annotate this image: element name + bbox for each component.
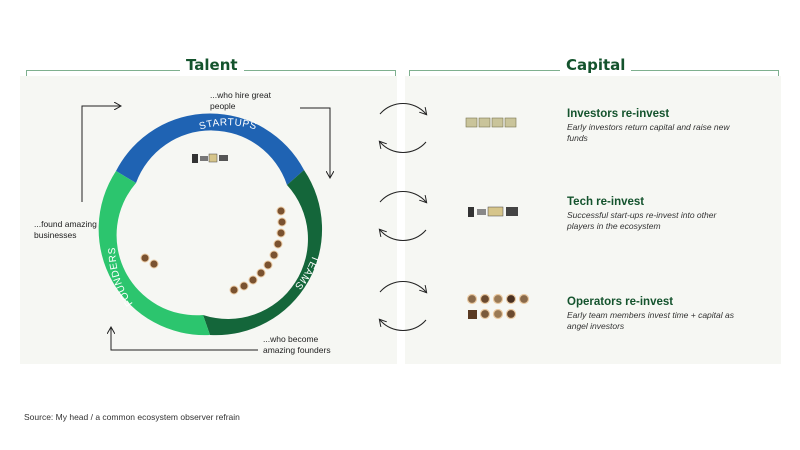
money-stack-icons <box>465 117 517 128</box>
capital-title: Capital <box>560 56 632 74</box>
ring-segment-teams <box>203 170 323 336</box>
capital-item-title: Tech re-invest <box>567 196 645 208</box>
talent-title: Talent <box>180 56 244 74</box>
source-note: Source: My head / a common ecosystem obs… <box>24 412 240 422</box>
cycle-arrows-3 <box>380 281 426 331</box>
teams-people-icons <box>229 206 287 295</box>
founders-people-icons <box>140 253 159 269</box>
note-found: ...found amazing businesses <box>34 219 97 240</box>
note-who-hire: ...who hire great people <box>210 90 271 111</box>
tech-device-icons <box>468 206 518 217</box>
ring-segment-founders <box>98 171 210 336</box>
ring-segment-startups <box>116 113 304 185</box>
startup-tech-icons <box>192 153 228 163</box>
arrow-to-teams <box>300 107 330 177</box>
capital-item-desc: Successful start-ups re-invest into othe… <box>567 210 717 231</box>
capital-item-desc: Early team members invest time + capital… <box>567 310 734 331</box>
capital-item-title: Investors re-invest <box>567 108 670 120</box>
capital-item-desc: Early investors return capital and raise… <box>567 122 730 143</box>
arrow-to-startups <box>81 106 120 202</box>
note-who-become: ...who become amazing founders <box>263 334 331 355</box>
arrow-to-founders <box>111 328 258 351</box>
cycle-arrows-2 <box>380 191 426 241</box>
cycle-arrows-1 <box>380 103 426 153</box>
capital-item-title: Operators re-invest <box>567 296 674 308</box>
people-face-icons <box>466 293 530 320</box>
